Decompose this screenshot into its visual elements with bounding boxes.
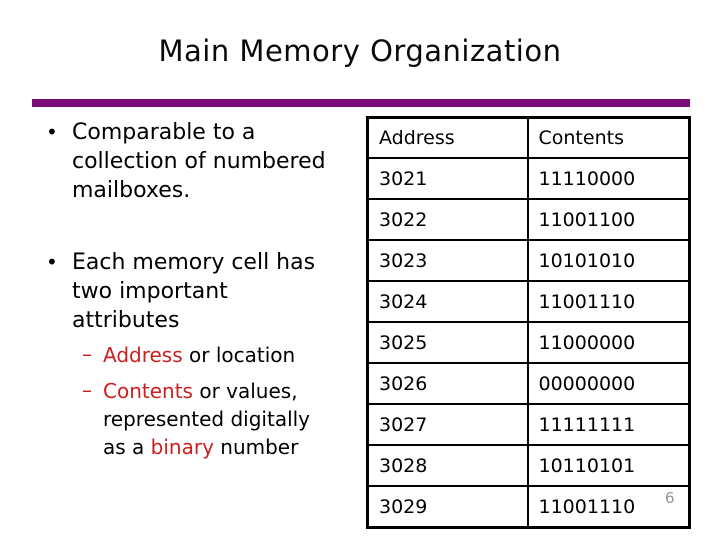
address-cell: 3023: [366, 239, 529, 282]
bullet-icon: •: [46, 120, 58, 144]
subbullet-line: Address or location: [103, 341, 295, 369]
contents-cell: 11001100: [526, 198, 691, 241]
highlighted-term: Contents: [103, 379, 193, 403]
bullet-memory-cell: • Each memory cell has two important att…: [44, 248, 315, 335]
contents-cell: 10101010: [526, 239, 691, 282]
bullet-icon: •: [46, 250, 58, 274]
title-underline-rule: [32, 99, 690, 107]
dash-icon: –: [82, 342, 92, 366]
bullet-mailboxes: • Comparable to a collection of numbered…: [44, 118, 326, 205]
address-cell: 3027: [366, 403, 529, 446]
bullet-line: Comparable to a: [72, 120, 256, 145]
subbullet-text: or values,: [192, 379, 298, 403]
bullet-line: mailboxes.: [72, 178, 191, 203]
address-cell: 3022: [366, 198, 529, 241]
table-header-row: Address Contents: [366, 116, 691, 159]
address-cell: 3029: [366, 485, 529, 529]
contents-cell: 11001110: [526, 485, 691, 529]
subbullet-text: as a: [103, 435, 151, 459]
address-column-header: Address: [366, 116, 529, 159]
address-cell: 3021: [366, 157, 529, 200]
highlighted-term: Address: [103, 343, 183, 367]
bullet-line: collection of numbered: [72, 149, 326, 174]
page-number: 6: [665, 489, 675, 507]
address-cell: 3028: [366, 444, 529, 487]
bullet-line: two important: [72, 279, 228, 304]
highlighted-term: binary: [150, 435, 214, 459]
subbullet-text: or location: [182, 343, 296, 367]
dash-icon: –: [82, 378, 92, 402]
address-cell: 3025: [366, 321, 529, 364]
contents-cell: 11000000: [526, 321, 691, 364]
subbullet-text: number: [213, 435, 299, 459]
bullet-line: Each memory cell has: [72, 250, 316, 275]
subbullet-line: represented digitally: [103, 407, 311, 431]
address-cell: 3024: [366, 280, 529, 323]
page-title: Main Memory Organization: [158, 34, 562, 68]
subbullet-contents: – Contents or values, represented digita…: [82, 377, 310, 461]
address-cell: 3026: [366, 362, 529, 405]
contents-column-header: Contents: [526, 116, 691, 159]
contents-cell: 00000000: [526, 362, 691, 405]
subbullet-address: – Address or location: [82, 341, 295, 369]
bullet-line: attributes: [72, 308, 180, 333]
subbullet-line: Contents or values,: [103, 377, 310, 405]
subbullet-line: as a binary number: [103, 433, 310, 461]
contents-cell: 11001110: [526, 280, 691, 323]
contents-cell: 10110101: [526, 444, 691, 487]
contents-cell: 11111111: [526, 403, 691, 446]
contents-cell: 11110000: [526, 157, 691, 200]
